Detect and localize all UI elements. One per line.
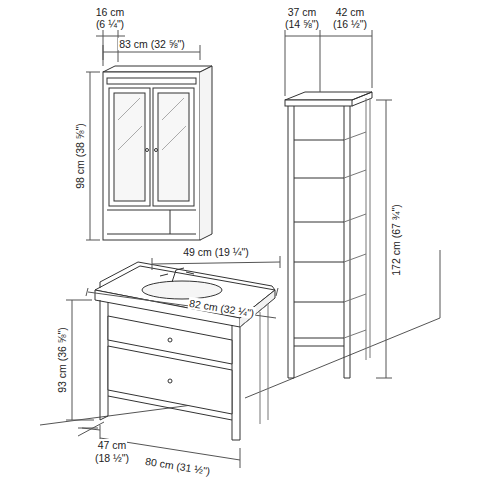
- mirror-cabinet: [103, 66, 212, 240]
- dimension-label: (18 ½"): [94, 452, 130, 464]
- dimension-label: (6 ¼"): [95, 18, 125, 30]
- dimension-label: (14 ⅝"): [284, 18, 320, 30]
- shelf-unit: [285, 92, 372, 378]
- dimension-label: 37 cm: [287, 6, 318, 18]
- dimension-label: 42 cm: [335, 6, 366, 18]
- dimension-label: 98 cm (38 ⅝"): [74, 122, 86, 190]
- dimension-label: 49 cm (19 ¼"): [182, 246, 250, 258]
- dimension-label: 172 cm (67 ¾"): [390, 203, 402, 276]
- dimension-label: 80 cm (31 ½"): [144, 455, 213, 477]
- dimension-label: (16 ½"): [332, 18, 368, 30]
- dimension-label: 93 cm (36 ⅝"): [56, 326, 68, 394]
- vanity-unit: [95, 262, 275, 440]
- dimension-label: 47 cm: [97, 439, 128, 451]
- dimension-label: 16 cm: [95, 6, 126, 18]
- dimension-label: 83 cm (32 ⅝"): [118, 38, 186, 50]
